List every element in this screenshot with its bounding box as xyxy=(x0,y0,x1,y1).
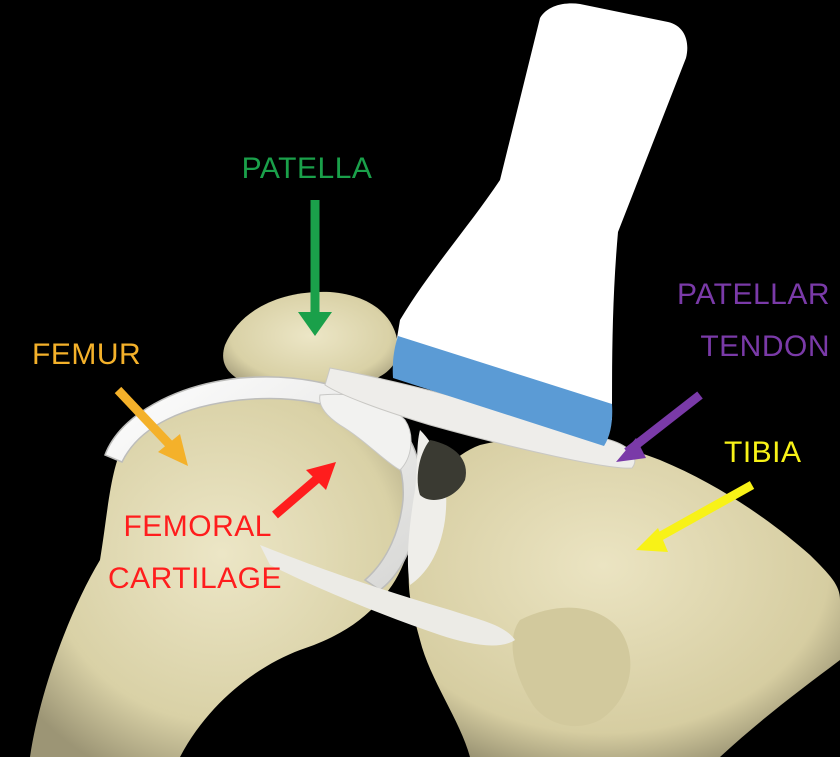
patellar-tendon-label-line2: TENDON xyxy=(660,330,830,364)
femur-label: FEMUR xyxy=(32,338,141,372)
femoral-cartilage-label-line2: CARTILAGE xyxy=(104,562,282,596)
patellar-tendon-label-line1: PATELLAR xyxy=(660,278,830,312)
tibia-label: TIBIA xyxy=(724,436,802,470)
patella-label: PATELLA xyxy=(236,152,378,186)
femoral-cartilage-label-line1: FEMORAL xyxy=(104,510,272,544)
